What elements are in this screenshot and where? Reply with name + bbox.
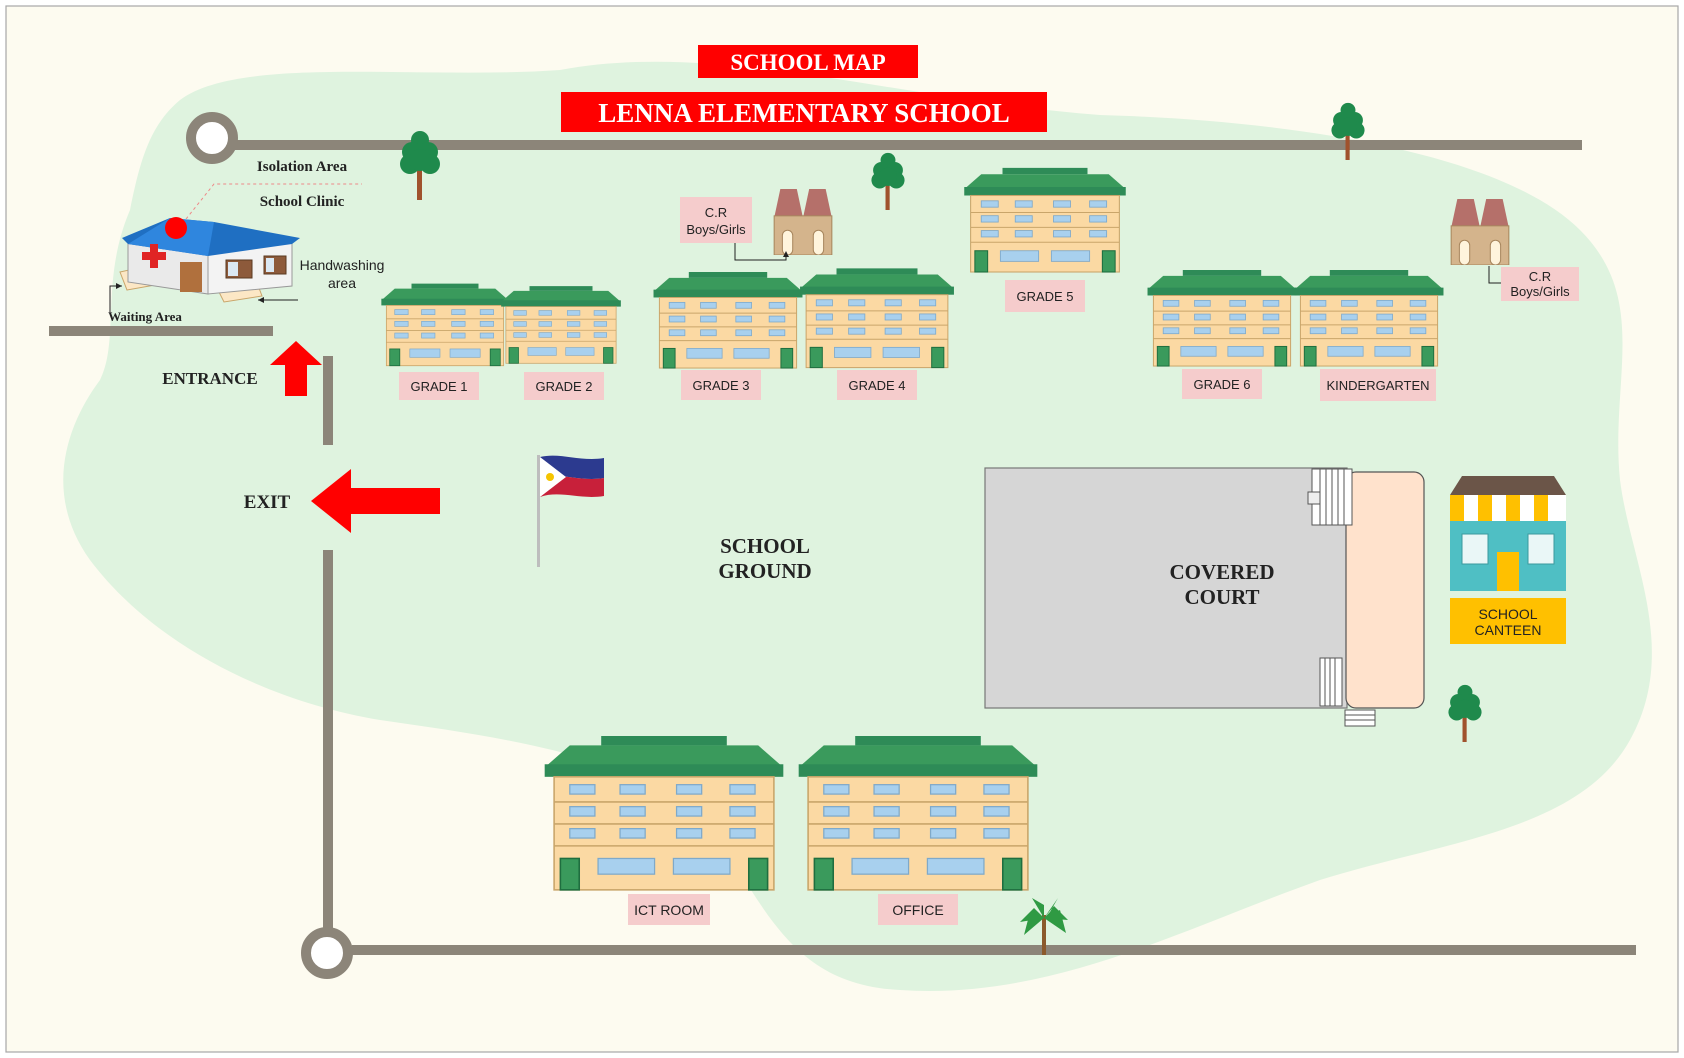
handwashing-label-line1: Handwashing <box>300 257 385 273</box>
grade-6-label: GRADE 6 <box>1193 377 1250 392</box>
canteen-label-line1: SCHOOL <box>1478 606 1537 622</box>
grade-1-label-box <box>399 372 479 400</box>
school-name: LENNA ELEMENTARY SCHOOL <box>598 98 1010 128</box>
school-clinic-building <box>119 217 300 303</box>
covered-court <box>984 467 1348 709</box>
philippine-flag-icon <box>537 455 604 567</box>
entrance-arrow-icon <box>270 341 322 396</box>
road-network <box>49 140 1636 955</box>
cr-right-label-line1: C.R <box>1529 269 1551 284</box>
palm-tree-icon <box>1020 898 1068 955</box>
canteen-label-line2: CANTEEN <box>1475 622 1542 638</box>
court-stairs-icon <box>1307 468 1376 727</box>
ict-room-building <box>543 736 785 891</box>
grade-5-label: GRADE 5 <box>1016 289 1073 304</box>
grade-6-building <box>1147 270 1297 367</box>
school-ground-label-line2: GROUND <box>718 559 811 583</box>
cr-left-label-box <box>680 197 752 243</box>
covered-court-label-line2: COURT <box>1184 585 1259 609</box>
office-building <box>797 736 1039 891</box>
cr-right-label-box <box>1501 267 1579 301</box>
map-title-banner <box>698 45 918 78</box>
ict-room-label: ICT ROOM <box>634 902 704 918</box>
isolation-area-label: Isolation Area <box>257 159 348 175</box>
cr-left-label-line1: C.R <box>705 205 727 220</box>
grade-3-label: GRADE 3 <box>692 378 749 393</box>
waiting-area-label: Waiting Area <box>108 309 182 324</box>
cr-left-label-line2: Boys/Girls <box>686 222 746 237</box>
map-title: SCHOOL MAP <box>730 50 885 75</box>
kindergarten-building <box>1294 270 1444 367</box>
grade-5-building <box>963 167 1127 273</box>
handwashing-label-line2: area <box>328 275 356 291</box>
kindergarten-label: KINDERGARTEN <box>1326 378 1429 393</box>
grade-4-label-box <box>837 370 917 400</box>
grade-1-label: GRADE 1 <box>410 379 467 394</box>
grade-4-label: GRADE 4 <box>848 378 905 393</box>
covered-court-label-line1: COVERED <box>1169 560 1274 584</box>
grade-6-label-box <box>1182 369 1262 399</box>
grade-2-label-box <box>524 372 604 400</box>
grade-4-building <box>799 268 955 369</box>
isolation-pointer-line <box>185 183 362 220</box>
entrance-label: ENTRANCE <box>162 369 257 388</box>
kindergarten-label-box <box>1320 369 1436 401</box>
court-stage <box>1345 471 1425 709</box>
road-roundabout-bottom <box>301 927 353 979</box>
office-label-box <box>878 894 958 925</box>
grade-5-label-box <box>1005 280 1085 312</box>
exit-label: EXIT <box>244 492 291 513</box>
grade-3-label-box <box>681 370 761 400</box>
school-canteen-building <box>1450 476 1566 591</box>
cr-right-pointer <box>1488 266 1502 284</box>
grade-3-building <box>653 272 803 369</box>
cr-right-label-line2: Boys/Girls <box>1510 284 1570 299</box>
office-label: OFFICE <box>892 902 943 918</box>
grade-2-label: GRADE 2 <box>535 379 592 394</box>
ict-room-label-box <box>628 894 710 925</box>
school-name-banner <box>561 92 1047 132</box>
grade-1-building <box>380 283 510 367</box>
school-ground-label-line1: SCHOOL <box>720 534 810 558</box>
exit-arrow-icon <box>311 469 440 533</box>
school-clinic-label: School Clinic <box>260 194 345 210</box>
road-roundabout-top <box>186 112 238 164</box>
grade-2-building <box>500 285 622 364</box>
canteen-label-box <box>1450 598 1566 644</box>
